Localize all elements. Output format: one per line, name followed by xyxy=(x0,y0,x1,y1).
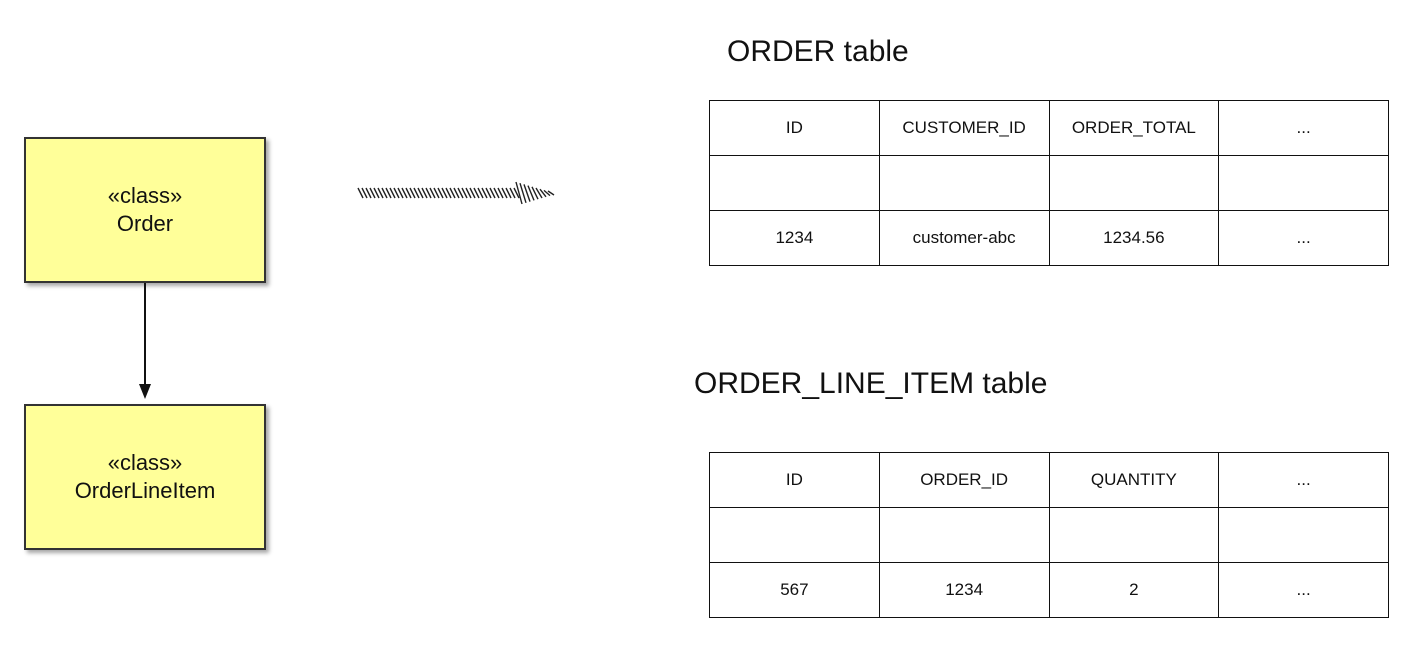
table-cell: customer-abc xyxy=(878,210,1050,266)
header-cell: ORDER_ID xyxy=(878,452,1050,508)
table-cell: 1234.56 xyxy=(1048,210,1220,266)
mapping-arrow-icon xyxy=(357,181,555,205)
class-stereotype: «class» xyxy=(107,183,183,208)
table-cell xyxy=(1048,507,1220,563)
table-cell xyxy=(1048,155,1220,211)
table-cell xyxy=(1218,155,1389,211)
table-cell xyxy=(878,507,1050,563)
order-line-item-table: ID ORDER_ID QUANTITY ... 567 1234 2 ... xyxy=(709,452,1389,618)
header-cell: CUSTOMER_ID xyxy=(878,100,1050,156)
header-cell: ... xyxy=(1218,100,1389,156)
class-order-line-item-box: «class» OrderLineItem xyxy=(24,404,266,550)
table-header-row: ID ORDER_ID QUANTITY ... xyxy=(709,452,1389,508)
class-order-box: «class» Order xyxy=(24,137,266,283)
table-row xyxy=(709,507,1389,563)
table-cell: ... xyxy=(1218,210,1389,266)
table-cell: 1234 xyxy=(709,210,880,266)
table-cell xyxy=(1218,507,1389,563)
class-name: OrderLineItem xyxy=(74,478,216,503)
class-name: Order xyxy=(116,211,174,236)
table-row: 1234 customer-abc 1234.56 ... xyxy=(709,210,1389,266)
order-table: ID CUSTOMER_ID ORDER_TOTAL ... 1234 cust… xyxy=(709,100,1389,266)
order-table-title: ORDER table xyxy=(727,35,909,68)
table-cell: 2 xyxy=(1048,562,1220,618)
header-cell: ID xyxy=(709,452,880,508)
table-row: 567 1234 2 ... xyxy=(709,562,1389,618)
table-cell xyxy=(709,507,880,563)
header-cell: ID xyxy=(709,100,880,156)
header-cell: ORDER_TOTAL xyxy=(1048,100,1220,156)
association-arrow xyxy=(139,283,151,399)
table-cell: ... xyxy=(1218,562,1389,618)
header-cell: QUANTITY xyxy=(1048,452,1220,508)
class-stereotype: «class» xyxy=(107,450,183,475)
header-cell: ... xyxy=(1218,452,1389,508)
table-cell xyxy=(878,155,1050,211)
table-cell: 1234 xyxy=(878,562,1050,618)
order-line-item-table-title: ORDER_LINE_ITEM table xyxy=(694,367,1048,400)
table-cell: 567 xyxy=(709,562,880,618)
table-row xyxy=(709,155,1389,211)
table-header-row: ID CUSTOMER_ID ORDER_TOTAL ... xyxy=(709,100,1389,156)
table-cell xyxy=(709,155,880,211)
